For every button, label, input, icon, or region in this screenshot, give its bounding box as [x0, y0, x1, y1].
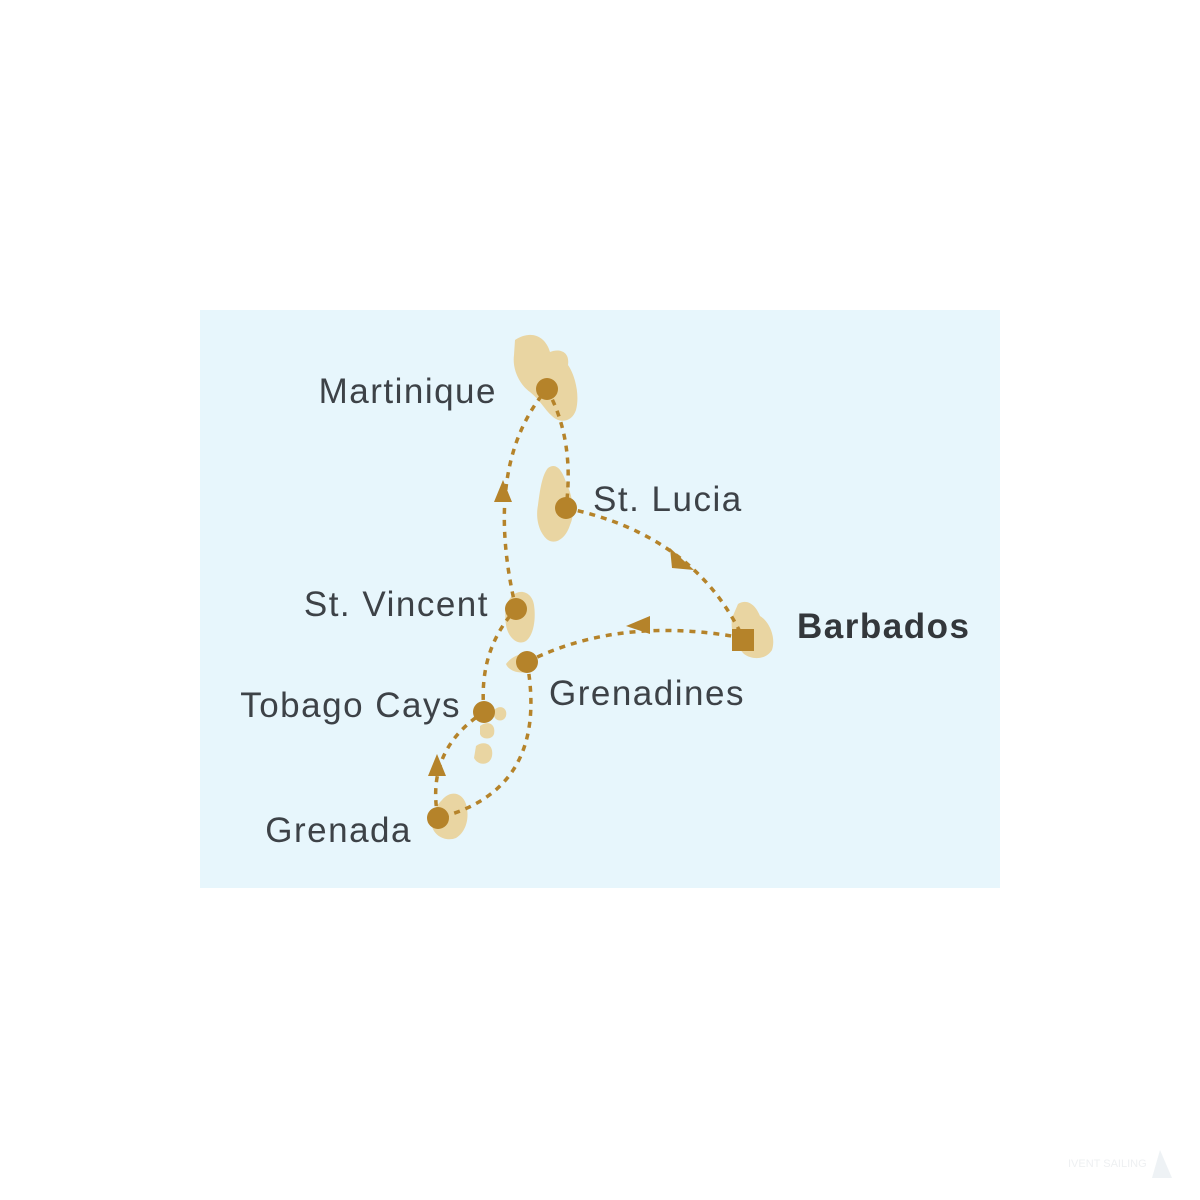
watermark: IVENT SAILING: [1068, 1150, 1172, 1178]
marker-grenadines[interactable]: [516, 651, 538, 673]
arrow-left-icon: [626, 616, 650, 634]
port-labels: Martinique St. Lucia Barbados Grenadines…: [240, 372, 970, 850]
sea-background: [200, 310, 1000, 888]
island-tobago-cays-3: [474, 743, 493, 764]
label-barbados: Barbados: [797, 607, 970, 646]
label-grenadines: Grenadines: [549, 674, 745, 713]
arrow-up-icon: [428, 754, 446, 776]
route-grenada-tobago-cays: [433, 710, 485, 819]
route-lines: [433, 387, 745, 820]
route-grenadines-grenada: [437, 661, 533, 820]
islands: [431, 334, 774, 840]
label-st-vincent: St. Vincent: [304, 585, 489, 624]
label-st-lucia: St. Lucia: [593, 480, 743, 519]
watermark-text: IVENT SAILING: [1068, 1158, 1147, 1170]
arrow-right-down-icon: [670, 548, 694, 570]
arrow-up-icon: [494, 480, 512, 502]
route-barbados-grenadines: [526, 628, 744, 664]
label-tobago-cays: Tobago Cays: [240, 686, 461, 725]
marker-st-lucia[interactable]: [555, 497, 577, 519]
label-martinique: Martinique: [319, 372, 497, 411]
marker-martinique[interactable]: [536, 378, 558, 400]
sail-logo-icon: [1152, 1150, 1172, 1178]
route-st-vincent-martinique: [502, 387, 549, 610]
island-tobago-cays-2: [480, 723, 495, 739]
marker-barbados[interactable]: [732, 629, 754, 651]
marker-st-vincent[interactable]: [505, 598, 527, 620]
route-tobago-cays-st-vincent: [481, 607, 518, 713]
route-martinique-st-lucia: [545, 388, 570, 509]
island-st-lucia: [537, 465, 573, 542]
marker-tobago-cays[interactable]: [473, 701, 495, 723]
island-tobago-cays-1: [494, 707, 507, 721]
marker-grenada[interactable]: [427, 807, 449, 829]
island-martinique: [513, 334, 578, 421]
direction-arrows: [428, 480, 694, 776]
label-grenada: Grenada: [265, 811, 412, 850]
port-markers: [427, 378, 754, 829]
